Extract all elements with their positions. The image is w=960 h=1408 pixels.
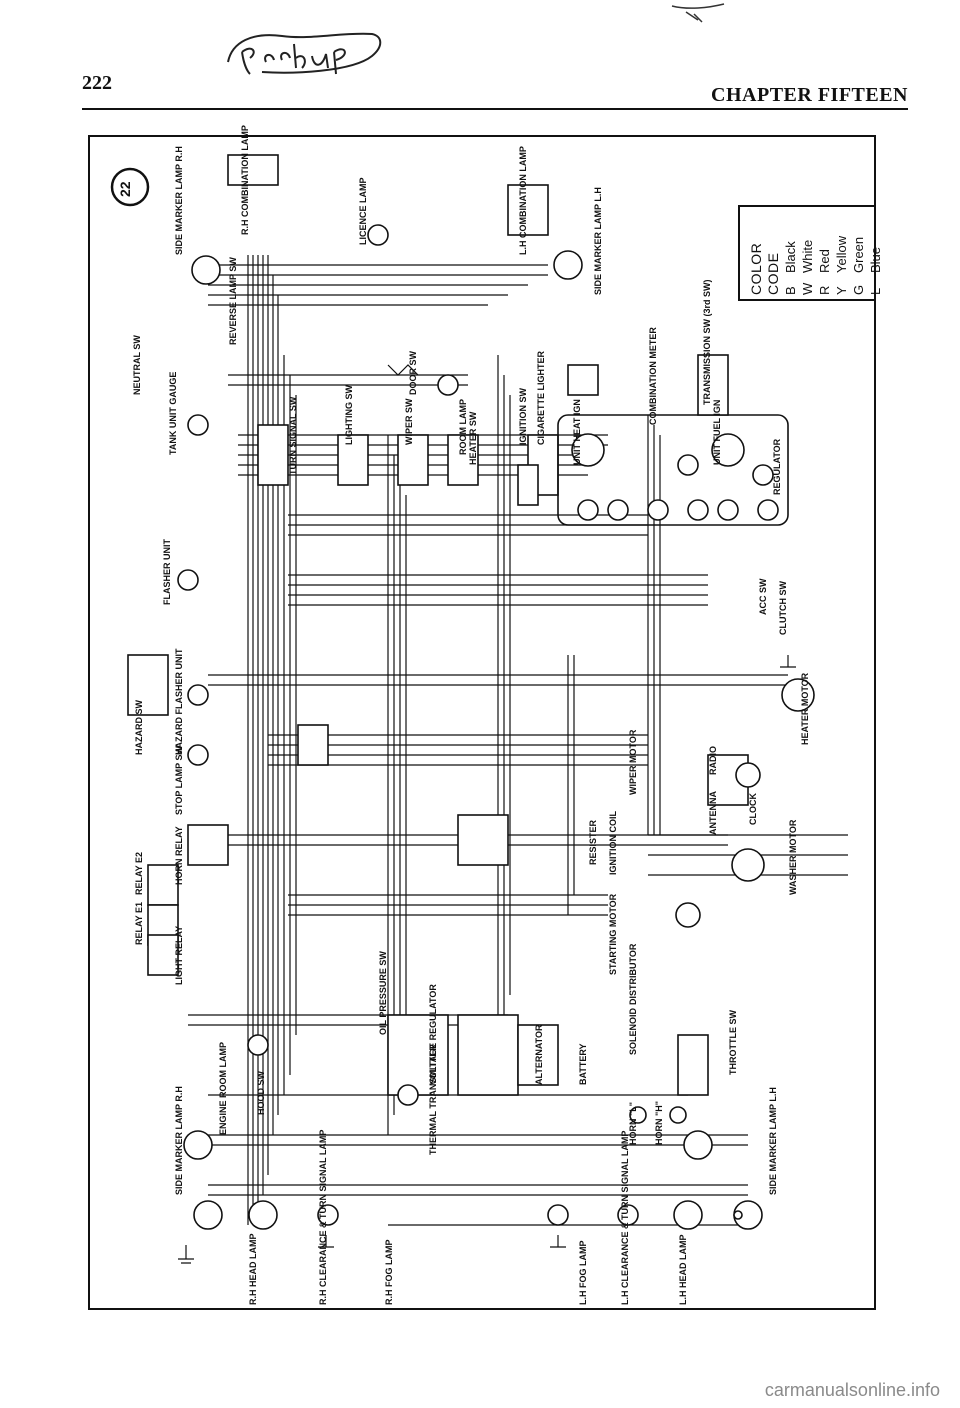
label-wiper-motor: WIPER MOTOR — [628, 729, 638, 795]
label-oil-pressure-sw: OIL PRESSURE SW — [378, 951, 388, 1035]
color-code-name: Blue — [868, 246, 883, 273]
label-hazard-sw: HAZARD SW — [134, 700, 144, 755]
label-radio: RADIO — [708, 746, 718, 775]
color-code-letter: B — [783, 286, 798, 295]
wiring-diagram-drawing — [88, 135, 876, 1310]
color-code-row: B Black — [782, 211, 799, 295]
label-thermal-transmitter: THERMAL TRANSMITTER — [428, 1044, 438, 1155]
label-antenna: ANTENNA — [708, 791, 718, 835]
label-unit-heat-ign: UNIT HEAT IGN — [572, 399, 582, 465]
label-room-lamp: ROOM LAMP — [458, 399, 468, 455]
label-horn-h: HORN "H" — [654, 1100, 664, 1145]
label-lh-combination-lamp: L.H COMBINATION LAMP — [518, 146, 528, 255]
color-code-letter: L — [868, 287, 883, 295]
watermark: carmanualsonline.info — [764, 1380, 940, 1400]
color-code-row: L Blue — [867, 211, 884, 295]
label-hazard-flasher-unit: HAZARD FLASHER UNIT — [174, 648, 184, 756]
wiring-diagram: SIDE MARKER LAMP R.H R.H COMBINATION LAM… — [88, 125, 876, 1310]
color-code-name: Yellow — [834, 235, 849, 273]
label-side-marker-lamp-rh: SIDE MARKER LAMP R.H — [174, 146, 184, 255]
label-ignition-coil: IGNITION COIL — [608, 811, 618, 875]
label-lh-clearance-turn-lamp: L.H CLEARANCE & TURN SIGNAL LAMP — [620, 1130, 630, 1305]
label-lighting-sw: LIGHTING SW — [344, 385, 354, 445]
label-heater-motor: HEATER MOTOR — [800, 672, 810, 745]
label-light-relay: LIGHT RELAY — [174, 925, 184, 985]
label-battery: BATTERY — [578, 1043, 588, 1086]
label-side-marker-lamp-rh-front: SIDE MARKER LAMP R.H — [174, 1086, 184, 1195]
label-clock: CLOCK — [748, 793, 758, 825]
color-code-row: G Green — [850, 211, 867, 295]
label-side-marker-lamp-lh: SIDE MARKER LAMP L.H — [593, 187, 603, 295]
color-code-name: Red — [817, 249, 832, 273]
label-rh-head-lamp: R.H HEAD LAMP — [248, 1233, 258, 1306]
label-washer-motor: WASHER MOTOR — [788, 819, 798, 895]
label-rh-combination-lamp: R.H COMBINATION LAMP — [240, 125, 250, 235]
label-unit-fuel-ign: UNIT FUEL IGN — [712, 399, 722, 465]
label-cigarette-lighter: CIGARETTE LIGHTER — [536, 351, 546, 445]
label-throttle-sw: THROTTLE SW — [728, 1010, 738, 1075]
color-code-name: Green — [851, 236, 866, 273]
color-code-name: Black — [783, 241, 798, 273]
label-alternator: ALTERNATOR — [534, 1024, 544, 1086]
figure-number: 22 — [117, 181, 133, 197]
label-lh-head-lamp: L.H HEAD LAMP — [678, 1234, 688, 1306]
label-wiper-sw: WIPER SW — [404, 398, 414, 446]
label-regulator: REGULATOR — [772, 438, 782, 495]
label-neutral-sw: NEUTRAL SW — [132, 335, 142, 395]
label-turn-signal-sw: TURN SIGNAL SW — [288, 396, 298, 475]
header-rule — [82, 108, 908, 110]
label-combination-meter: COMBINATION METER — [648, 327, 658, 425]
label-reverse-lamp-sw: REVERSE LAMP SW — [228, 257, 238, 345]
label-door-sw: DOOR SW — [408, 351, 418, 395]
label-starting-motor: STARTING MOTOR — [608, 893, 618, 975]
label-relay-e2: RELAY E2 — [134, 851, 144, 895]
label-horn-relay: HORN RELAY — [174, 826, 184, 885]
label-flasher-unit: FLASHER UNIT — [162, 539, 172, 605]
color-code-name: White — [800, 239, 815, 273]
color-code-letter: G — [851, 284, 866, 295]
color-code-letter: Y — [834, 286, 849, 295]
label-lh-fog-lamp: L.H FOG LAMP — [578, 1240, 588, 1306]
margin-tick-mark — [671, 3, 725, 23]
label-heater-sw: HEATER SW — [468, 411, 478, 465]
label-rh-fog-lamp: R.H FOG LAMP — [384, 1239, 394, 1306]
label-acc-sw: ACC SW — [758, 578, 768, 616]
color-code-row: Y Yellow — [833, 211, 850, 295]
label-engine-room-lamp: ENGINE ROOM LAMP — [218, 1041, 228, 1135]
color-code-row: W White — [799, 211, 816, 295]
chapter-title: CHAPTER FIFTEEN — [711, 84, 908, 106]
handwritten-pickup-note — [227, 32, 382, 75]
color-code-title: COLOR CODE — [748, 242, 781, 295]
color-code-letter: R — [817, 285, 832, 295]
label-distributor: DISTRIBUTOR — [628, 943, 638, 1005]
label-ignition-sw: IGNITION SW — [518, 388, 528, 445]
label-hood-sw: HOOD SW — [256, 1071, 266, 1115]
label-relay-e1: RELAY E1 — [134, 901, 144, 945]
label-rh-clearance-turn-lamp: R.H CLEARANCE & TURN SIGNAL LAMP — [318, 1129, 328, 1305]
label-licence-lamp: LICENCE LAMP — [358, 177, 368, 246]
page-number: 222 — [82, 72, 112, 94]
label-clutch-sw: CLUTCH SW — [778, 581, 788, 635]
label-transmission-sw: TRANSMISSION SW (3rd SW) — [702, 279, 712, 406]
label-side-marker-lamp-lh-front: SIDE MARKER LAMP L.H — [768, 1087, 778, 1195]
color-code-row: R Red — [816, 211, 833, 295]
label-resister: RESISTER — [588, 819, 598, 865]
label-solenoid: SOLENOID — [628, 1007, 638, 1055]
label-tank-unit-gauge: TANK UNIT GAUGE — [168, 371, 178, 455]
label-stop-lamp-sw: STOP LAMP SW — [174, 745, 184, 815]
color-code-letter: W — [800, 282, 815, 295]
